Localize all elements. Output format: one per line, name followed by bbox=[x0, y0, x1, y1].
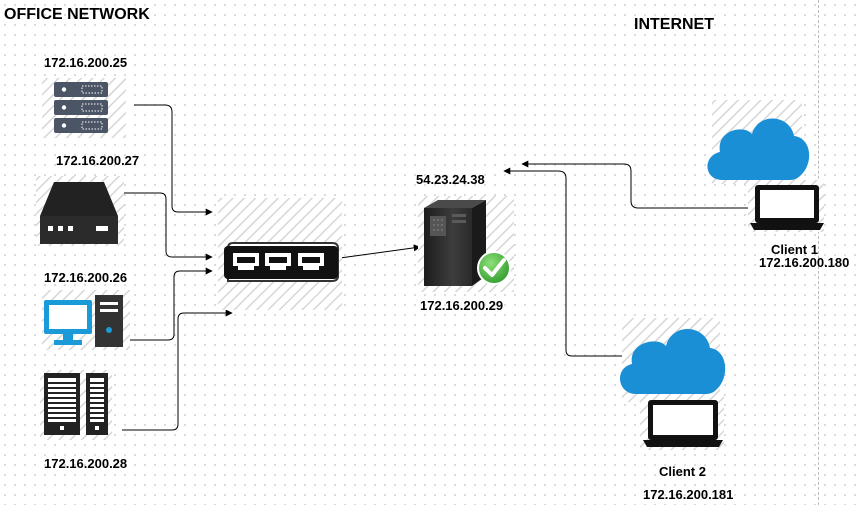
link-client2-to-main-server bbox=[503, 167, 632, 357]
server-rack-ip-label: 172.16.200.25 bbox=[44, 55, 128, 70]
client1-ip-label: 172.16.200.180 bbox=[759, 255, 850, 270]
laptop-icon bbox=[640, 396, 724, 450]
workstation-ip-label: 172.16.200.26 bbox=[44, 270, 128, 285]
client2-name-label: Client 2 bbox=[659, 464, 706, 479]
link-switch-to-main-server bbox=[339, 244, 421, 259]
office-network-title: OFFICE NETWORK bbox=[4, 6, 150, 23]
link-server-rack-to-switch bbox=[134, 104, 213, 216]
cloud-icon bbox=[707, 100, 810, 184]
link-workstation-to-switch bbox=[130, 267, 213, 341]
client1-name-label: Client 1 bbox=[771, 242, 818, 257]
main-server-public-ip-label: 54.23.24.38 bbox=[416, 172, 485, 187]
tower-server-icon bbox=[40, 370, 112, 440]
server-rack-icon bbox=[42, 78, 126, 138]
cloud-icon bbox=[620, 318, 726, 402]
router-icon bbox=[36, 176, 124, 246]
internet-title: INTERNET bbox=[634, 16, 714, 33]
network-switch-icon bbox=[218, 198, 342, 310]
client2-ip-label: 172.16.200.181 bbox=[643, 487, 734, 502]
server-tower-icon bbox=[418, 196, 514, 292]
link-client1-to-main-server bbox=[521, 160, 750, 209]
connections bbox=[117, 104, 750, 431]
laptop-icon bbox=[748, 180, 824, 232]
router-ip-label: 172.16.200.27 bbox=[56, 153, 140, 168]
checkmark-icon bbox=[477, 251, 511, 285]
main-server-ip-label: 172.16.200.29 bbox=[420, 298, 504, 313]
desktop-computer-icon bbox=[42, 290, 130, 350]
link-router-to-switch bbox=[117, 192, 213, 261]
tower-servers-ip-label: 172.16.200.28 bbox=[44, 456, 128, 471]
region-divider bbox=[818, 0, 819, 505]
link-tower-servers-to-switch bbox=[122, 309, 233, 431]
